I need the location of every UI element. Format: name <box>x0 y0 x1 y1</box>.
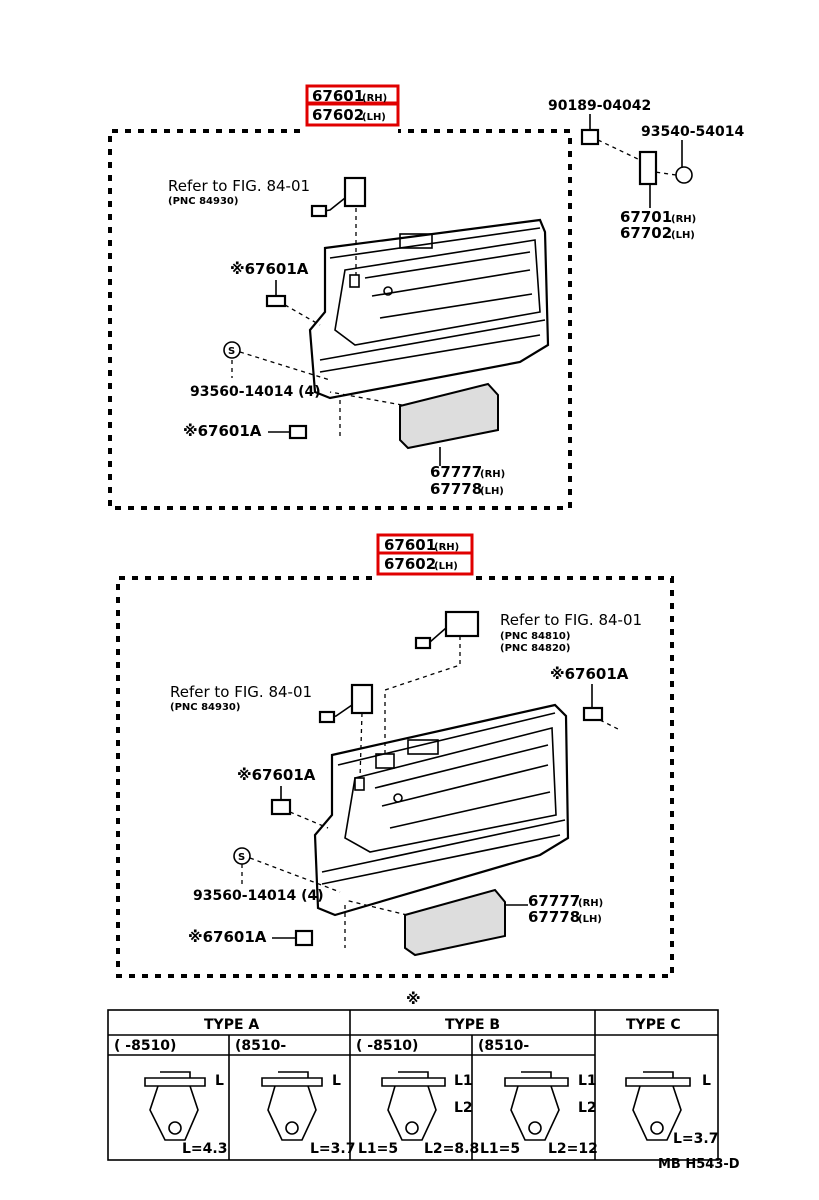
b1-dim-l1: L1 <box>454 1073 473 1089</box>
top-hinge-icon <box>638 150 658 186</box>
drawing-id: MB H543-D <box>658 1157 740 1172</box>
bottom-grip-lh-side: (LH) <box>578 914 602 925</box>
top-grip-lh-side: (LH) <box>480 486 504 497</box>
part-67601-bottom-side: (RH) <box>434 542 459 553</box>
top-clip-label-2[interactable]: ※67601A <box>183 422 262 440</box>
top-hinge-lh-side: (LH) <box>671 230 695 241</box>
type-a-header: TYPE A <box>204 1017 259 1033</box>
clip-icon-a1 <box>144 1071 206 1141</box>
top-hinge-rh-side: (RH) <box>671 214 696 225</box>
bottom-window-pnc-2: (PNC 84820) <box>500 643 570 654</box>
bottom-clip-icon-right <box>582 706 604 722</box>
part-67601-bottom[interactable]: 67601 <box>384 536 436 554</box>
bottom-window-ref[interactable]: Refer to FIG. 84-01 <box>500 611 642 629</box>
a2-dim-l: L <box>332 1073 341 1089</box>
bottom-door-panel <box>313 703 570 917</box>
clip-icon-a2 <box>261 1071 323 1141</box>
top-grip-lh[interactable]: 67778 <box>430 480 482 498</box>
top-grip-icon <box>399 382 499 450</box>
bottom-assembly: 67601 (RH) 67602 (LH) Refer to FIG. 84-0… <box>116 533 674 978</box>
type-b-header: TYPE B <box>445 1017 500 1033</box>
bottom-clip-icon-bottom <box>294 929 314 947</box>
bottom-window-switch-icon <box>444 610 480 638</box>
top-screw-part[interactable]: 93540-54014 <box>641 124 744 140</box>
bottom-switch-ref[interactable]: Refer to FIG. 84-01 <box>170 683 312 701</box>
part-67601-top[interactable]: 67601 <box>312 87 364 105</box>
b1-value-2: L2=8.8 <box>424 1141 479 1157</box>
part-67602-bottom[interactable]: 67602 <box>384 555 436 573</box>
top-hinge-lh[interactable]: 67702 <box>620 224 672 242</box>
clip-table-mark: ※ <box>406 990 421 1008</box>
b2-value-1: L1=5 <box>480 1141 520 1157</box>
bottom-window-pnc-1: (PNC 84810) <box>500 631 570 642</box>
bottom-grip-icon <box>404 888 506 957</box>
part-67602-top[interactable]: 67602 <box>312 106 364 124</box>
a2-value: L=3.7 <box>310 1141 355 1157</box>
top-screw-label[interactable]: 93560-14014 (4) <box>190 384 321 400</box>
top-screw-icon-2 <box>675 166 693 184</box>
clip-icon-c <box>625 1071 691 1141</box>
top-bracket-icon <box>580 128 600 146</box>
top-assembly: 67601 (RH) 67602 (LH) Refer to FIG. 84-0… <box>108 84 744 510</box>
highlight-box-67602-top[interactable] <box>305 102 400 127</box>
top-clip-label-1[interactable]: ※67601A <box>230 260 309 278</box>
svg-text:S: S <box>238 852 245 863</box>
bottom-clip-icon-left <box>270 798 292 816</box>
top-grip-rh-side: (RH) <box>480 469 505 480</box>
top-frame <box>108 129 572 510</box>
top-switch-ref[interactable]: Refer to FIG. 84-01 <box>168 177 310 195</box>
top-clip-icon-2 <box>288 424 308 440</box>
bottom-grip-rh[interactable]: 67777 <box>528 892 580 910</box>
top-grip-rh[interactable]: 67777 <box>430 463 482 481</box>
part-67601-top-side: (RH) <box>362 93 387 104</box>
clip-table: ※ TYPE A TYPE B TYPE C ( -8510) (8510- (… <box>107 990 719 1161</box>
part-67602-top-side: (LH) <box>362 112 386 123</box>
bottom-grip-lh[interactable]: 67778 <box>528 908 580 926</box>
type-c-header: TYPE C <box>626 1017 681 1033</box>
type-a-range-1: ( -8510) <box>114 1038 176 1054</box>
c-dim-l: L <box>702 1073 711 1089</box>
a1-dim-l: L <box>215 1073 224 1089</box>
clip-icon-b1 <box>381 1071 446 1141</box>
b2-dim-l2: L2 <box>578 1100 597 1116</box>
bottom-grip-rh-side: (RH) <box>578 898 603 909</box>
part-67602-bottom-side: (LH) <box>434 561 458 572</box>
bottom-clip-label-bottom[interactable]: ※67601A <box>188 928 267 946</box>
bottom-switch-icon <box>350 683 374 715</box>
bottom-switch-pnc: (PNC 84930) <box>170 702 240 713</box>
top-switch-icon <box>343 176 367 208</box>
clip-icon-b2 <box>504 1071 569 1141</box>
b1-dim-l2: L2 <box>454 1100 473 1116</box>
bottom-frame <box>116 576 674 978</box>
highlight-box-67602-bottom[interactable] <box>376 551 474 576</box>
b2-dim-l1: L1 <box>578 1073 597 1089</box>
c-value: L=3.7 <box>673 1131 718 1147</box>
type-b-range-1: ( -8510) <box>356 1038 418 1054</box>
a1-value: L=4.3 <box>182 1141 227 1157</box>
top-bracket-part[interactable]: 90189-04042 <box>548 98 651 114</box>
clip-table-border <box>107 1009 719 1161</box>
top-hinge-rh[interactable]: 67701 <box>620 208 672 226</box>
svg-text:S: S <box>228 346 235 357</box>
b2-value-2: L2=12 <box>548 1141 598 1157</box>
top-screw-icon <box>223 341 241 359</box>
top-clip-icon-1 <box>265 294 287 308</box>
b1-value-1: L1=5 <box>358 1141 398 1157</box>
top-door-panel <box>308 218 550 400</box>
top-switch-pnc: (PNC 84930) <box>168 196 238 207</box>
type-b-range-2: (8510- <box>478 1038 529 1054</box>
bottom-clip-label-left[interactable]: ※67601A <box>237 766 316 784</box>
bottom-clip-label-right[interactable]: ※67601A <box>550 665 629 683</box>
bottom-screw-label[interactable]: 93560-14014 (4) <box>193 888 324 904</box>
type-a-range-2: (8510- <box>235 1038 286 1054</box>
